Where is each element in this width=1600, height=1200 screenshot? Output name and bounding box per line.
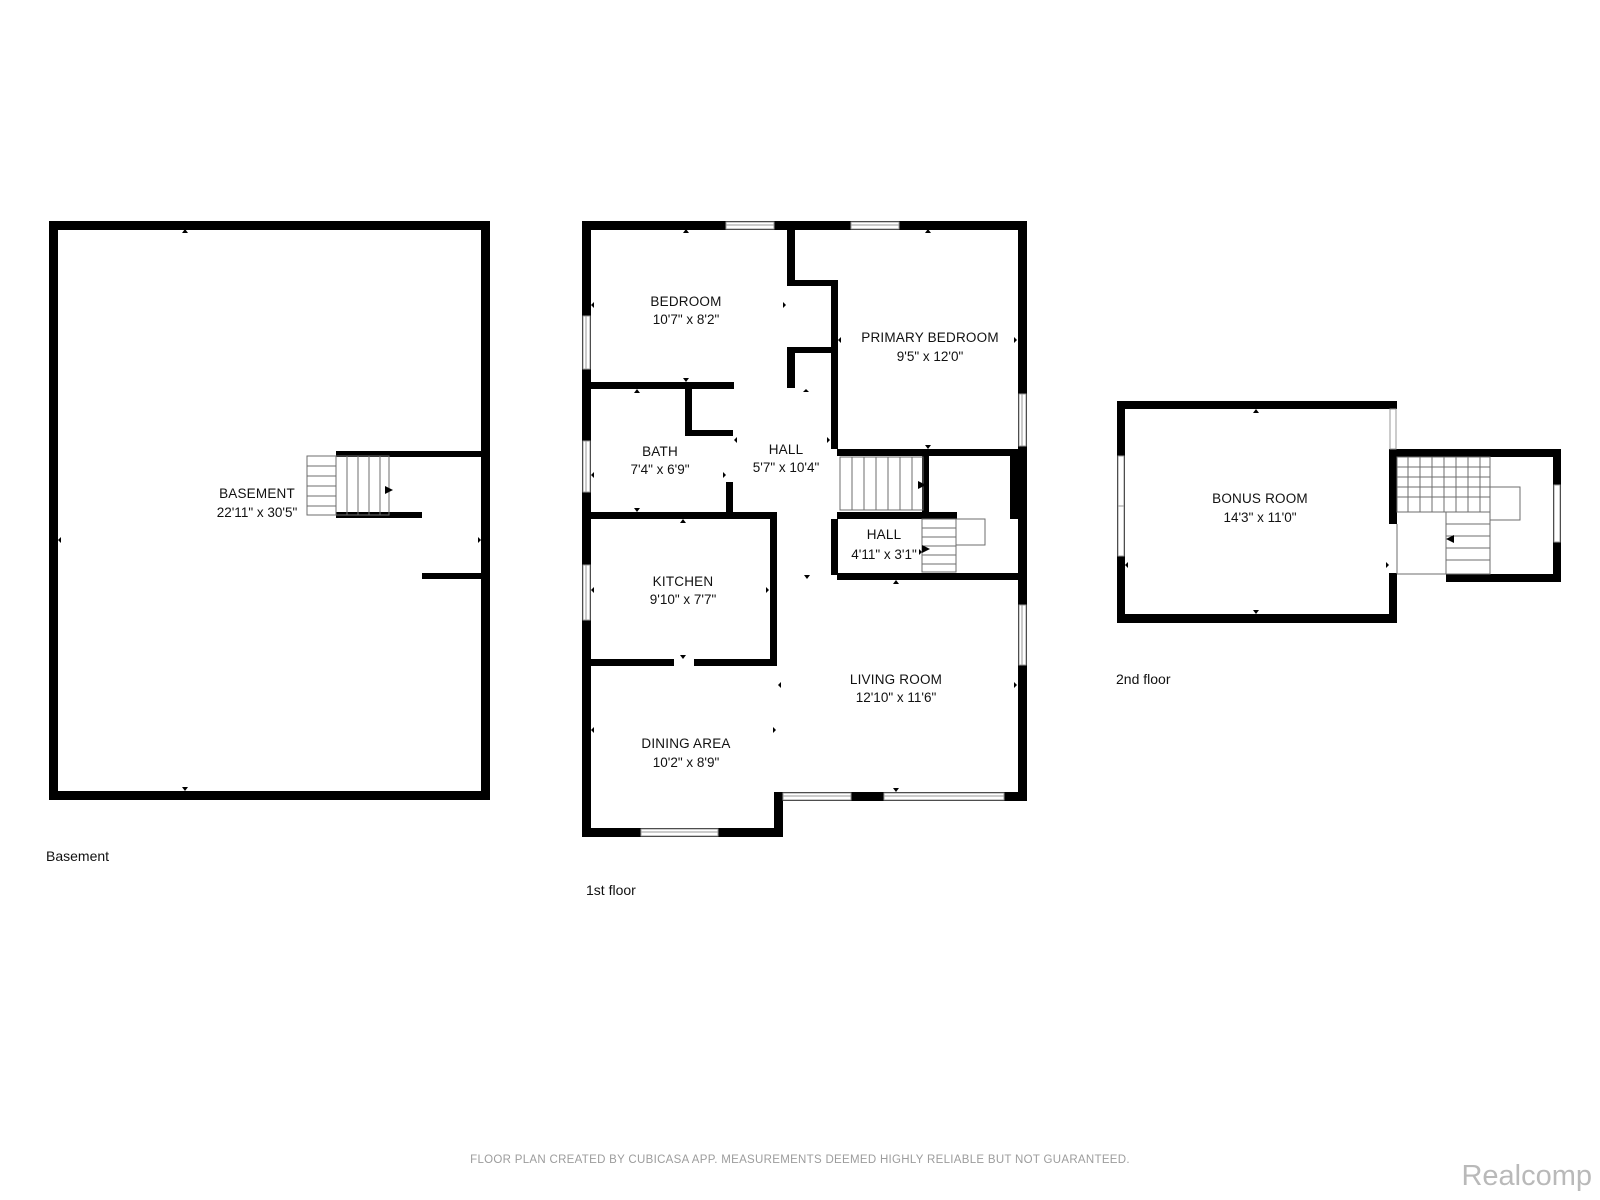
primary-bedroom-wall-bottom	[837, 449, 1018, 456]
hall-small-name: HALL	[867, 527, 902, 542]
hall-small-dimensions: 4'11" x 3'1"	[851, 547, 917, 562]
stair-wall-top	[1389, 449, 1561, 457]
stair-wall-right	[1010, 456, 1018, 519]
bath-kitchen-wall	[582, 512, 777, 519]
kitchen-dining-wall-left	[582, 659, 674, 666]
basement-room-dimensions: 22'11" x 30'5"	[217, 505, 298, 520]
first-floor-stair-arrow-2	[922, 545, 930, 553]
basement-partition	[422, 573, 484, 579]
second-floor-ticks	[1125, 409, 1389, 614]
bonus-room-wall-bottom	[1117, 614, 1397, 623]
primary-bedroom-wall-left	[831, 389, 838, 449]
basement-stairs	[306, 455, 390, 516]
kitchen-name: KITCHEN	[653, 574, 714, 589]
bath-closet-wall-horizontal	[685, 430, 733, 436]
closet-wall-side	[787, 347, 795, 388]
basement-tick-right	[478, 537, 481, 543]
first-floor-wall-bay-side	[774, 792, 783, 837]
bonus-room-wall-right-lower	[1389, 573, 1397, 623]
stair-hall-wall	[837, 512, 957, 519]
basement-room-name: BASEMENT	[219, 486, 295, 501]
hall-main-name: HALL	[769, 442, 804, 457]
second-floor-label: 2nd floor	[1116, 671, 1171, 687]
basement-floor-label: Basement	[46, 848, 110, 864]
first-floor-label: 1st floor	[586, 882, 636, 898]
basement-wall-bottom	[49, 791, 490, 800]
closet-wall-lower	[787, 347, 837, 353]
living-room-dimensions: 12'10" x 11'6"	[856, 690, 937, 705]
primary-bedroom-dimensions: 9'5" x 12'0"	[897, 349, 964, 364]
kitchen-dimensions: 9'10" x 7'7"	[650, 592, 717, 607]
second-floor-plan: BONUS ROOM 14'3" x 11'0"	[1117, 401, 1561, 623]
stair-wall-left	[1389, 449, 1397, 524]
first-floor-wall-top	[582, 221, 1027, 230]
kitchen-dining-wall-right	[694, 659, 777, 666]
first-floor-windows	[582, 221, 1027, 837]
basement-stair-wall-top	[336, 451, 486, 457]
disclaimer-text: FLOOR PLAN CREATED BY CUBICASA APP. MEAS…	[470, 1154, 1130, 1166]
basement-plan: BASEMENT 22'11" x 30'5"	[49, 221, 490, 800]
brand-logo: Realcomp	[1461, 1160, 1592, 1192]
stair-wall-bottom	[1446, 574, 1561, 582]
bedroom-dimensions: 10'7" x 8'2"	[653, 312, 720, 327]
second-floor-stairs	[1396, 456, 1521, 575]
living-room-wall-top	[837, 573, 1027, 580]
bath-hall-wall	[726, 482, 733, 512]
primary-bedroom-name: PRIMARY BEDROOM	[861, 330, 999, 345]
second-floor-windows	[1117, 408, 1561, 557]
dining-area-name: DINING AREA	[641, 736, 730, 751]
closet-wall-upper	[787, 280, 837, 286]
bath-closet-wall-vertical	[685, 387, 692, 436]
closet-wall-right	[831, 280, 838, 389]
bath-name: BATH	[642, 444, 678, 459]
hall-small-wall-left	[831, 519, 838, 575]
bedroom-closet-wall	[787, 230, 795, 282]
basement-wall-right	[481, 221, 490, 800]
first-floor-wall-left	[582, 221, 591, 837]
basement-tick-left	[58, 537, 61, 543]
first-floor-plan: BEDROOM 10'7" x 8'2" PRIMARY BEDROOM 9'5…	[582, 221, 1027, 837]
stair-partition	[922, 456, 929, 512]
basement-wall-left	[49, 221, 58, 800]
basement-wall-top	[49, 221, 490, 230]
bonus-room-wall-top	[1117, 401, 1397, 409]
basement-tick-bottom	[182, 787, 188, 791]
basement-stair-arrow	[385, 486, 393, 494]
basement-tick-top	[182, 229, 188, 233]
second-floor-stair-arrow	[1446, 535, 1454, 543]
hall-main-dimensions: 5'7" x 10'4"	[753, 460, 820, 475]
kitchen-hall-wall	[770, 512, 777, 666]
living-room-name: LIVING ROOM	[850, 672, 942, 687]
first-floor-stair-arrow-1	[918, 481, 926, 489]
first-floor-wall-right-lower	[1018, 573, 1027, 801]
dining-area-dimensions: 10'2" x 8'9"	[653, 755, 720, 770]
bedroom-name: BEDROOM	[650, 294, 721, 309]
bonus-room-name: BONUS ROOM	[1212, 491, 1308, 506]
bedroom-bath-wall	[582, 382, 734, 389]
bath-dimensions: 7'4" x 6'9"	[630, 462, 689, 477]
bonus-room-dimensions: 14'3" x 11'0"	[1223, 510, 1296, 525]
first-floor-ticks	[591, 229, 1017, 792]
